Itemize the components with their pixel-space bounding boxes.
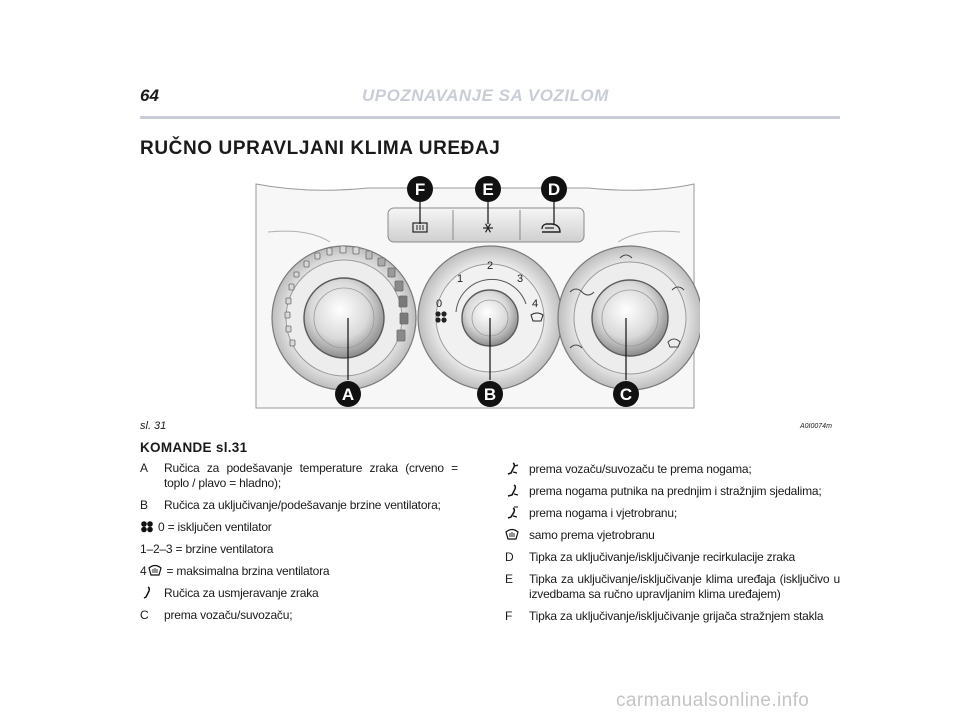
windshield-icon: [530, 312, 544, 322]
controls-heading: KOMANDE sl.31: [140, 440, 248, 455]
callout-f: F: [407, 176, 433, 202]
item-key: 4: [140, 564, 147, 578]
airflow-face-icon: [569, 288, 595, 296]
item-text: samo prema vjetrobranu: [529, 528, 655, 542]
control-item: 4 = maksimalna brzina ventilatora: [140, 564, 458, 579]
item-text: 1–2–3 = brzine ventilatora: [140, 542, 274, 556]
svg-text:D: D: [548, 180, 560, 199]
control-item: prema nogama i vjetrobranu;: [505, 506, 840, 521]
temperature-scale: [284, 245, 409, 347]
temperature-knob: [303, 277, 385, 359]
item-text: Ručica za uključivanje/podešavanje brzin…: [164, 498, 441, 512]
controls-left-list: A Ručica za podešavanje temperature zraka…: [140, 461, 458, 623]
svg-text:B: B: [484, 385, 496, 404]
svg-text:F: F: [415, 180, 425, 199]
item-key: F: [505, 609, 513, 623]
control-item: D Tipka za uključivanje/isključivanje rec…: [505, 550, 840, 565]
recirculation-icon: [541, 223, 561, 233]
windshield-icon: [148, 564, 163, 577]
controls-left-column: KOMANDE sl.31 A Ručica za podešavanje tem…: [140, 440, 458, 630]
control-item: samo prema vjetrobranu: [505, 528, 840, 543]
item-key: C: [140, 608, 149, 622]
callout-c: C: [613, 381, 639, 407]
control-item: A Ručica za podešavanje temperature zraka…: [140, 461, 458, 491]
temperature-dial: [271, 245, 417, 391]
figure-code: A0I0074m: [800, 423, 832, 430]
running-head: UPOZNAVANJE SA VOZILOM: [362, 86, 609, 105]
airflow-feet-icon: [569, 344, 583, 349]
airflow-feet-windshield-icon: [671, 286, 685, 291]
control-item: F Tipka za uključivanje/isključivanje gri…: [505, 609, 840, 624]
control-item: E Tipka za uključivanje/isključivanje kli…: [505, 572, 840, 602]
item-key: A: [140, 461, 149, 475]
fan-dial-number-2: 2: [487, 260, 493, 272]
page-number: 64: [140, 86, 159, 105]
fan-icon: [140, 520, 158, 537]
fan-dial-number-1: 1: [457, 273, 463, 285]
airflow-feet-icon: [505, 484, 523, 501]
airflow-feet-windshield-icon: [505, 506, 523, 523]
controls-right-column: prema vozaču/suvozaču te prema nogama; pr…: [505, 462, 840, 631]
callout-b: B: [477, 381, 503, 407]
control-item: B Ručica za uključivanje/podešavanje brzi…: [140, 498, 458, 513]
fan-dial-number-4: 4: [532, 298, 538, 310]
watermark: carmanualsonline.info: [616, 690, 810, 711]
controls-right-list: prema vozaču/suvozaču te prema nogama; pr…: [505, 462, 840, 624]
figure-caption: sl. 31: [140, 420, 167, 432]
item-text: = maksimalna brzina ventilatora: [166, 564, 330, 578]
control-item: 1–2–3 = brzine ventilatora: [140, 542, 458, 557]
fan-dial-number-3: 3: [517, 273, 523, 285]
fan-icon: [435, 311, 447, 323]
svg-text:C: C: [620, 385, 632, 404]
item-text: Tipka za uključivanje/isključivanje klim…: [529, 572, 840, 601]
item-text: prema vozaču/suvozaču te prema nogama;: [529, 462, 752, 476]
page-title: RUČNO UPRAVLJANI KLIMA UREĐAJ: [140, 138, 501, 159]
svg-text:E: E: [482, 180, 493, 199]
control-item: Ručica za usmjeravanje zraka: [140, 586, 458, 601]
item-text: Ručica za usmjeravanje zraka: [164, 586, 319, 600]
callout-a: A: [335, 381, 361, 407]
airflow-knob: [591, 279, 669, 357]
header-rule: [140, 116, 840, 119]
windshield-icon: [667, 338, 681, 348]
item-text: 0 = isključen ventilator: [158, 520, 272, 534]
climate-panel-figure: 0 1 2 3 4: [248, 172, 703, 412]
fan-dial-number-0: 0: [436, 298, 442, 310]
item-key: E: [505, 572, 514, 586]
item-text: prema vozaču/suvozaču;: [164, 608, 293, 622]
airflow-dial: [557, 245, 703, 391]
item-text: Tipka za uključivanje/isključivanje reci…: [529, 550, 795, 564]
control-item: prema vozaču/suvozaču te prema nogama;: [505, 462, 840, 477]
callout-d: D: [541, 176, 567, 202]
callout-e: E: [475, 176, 501, 202]
item-key: D: [505, 550, 514, 564]
airflow-face-icon: [140, 586, 158, 603]
control-item: 0 = isključen ventilator: [140, 520, 458, 535]
item-key: B: [140, 498, 149, 512]
climate-panel-illustration: 0 1 2 3 4: [255, 176, 703, 409]
item-text: Ručica za podešavanje temperature zraka …: [164, 461, 458, 490]
item-text: Tipka za uključivanje/isključivanje grij…: [529, 609, 824, 623]
snowflake-icon: [483, 223, 493, 233]
airflow-face-feet-icon: [619, 254, 633, 259]
windshield-icon: [505, 528, 523, 545]
airflow-face-feet-icon: [505, 462, 523, 479]
control-item: prema nogama putnika na prednjim i straž…: [505, 484, 840, 499]
svg-text:A: A: [342, 385, 354, 404]
item-text: prema nogama i vjetrobranu;: [529, 506, 678, 520]
item-text: prema nogama putnika na prednjim i straž…: [529, 484, 822, 498]
